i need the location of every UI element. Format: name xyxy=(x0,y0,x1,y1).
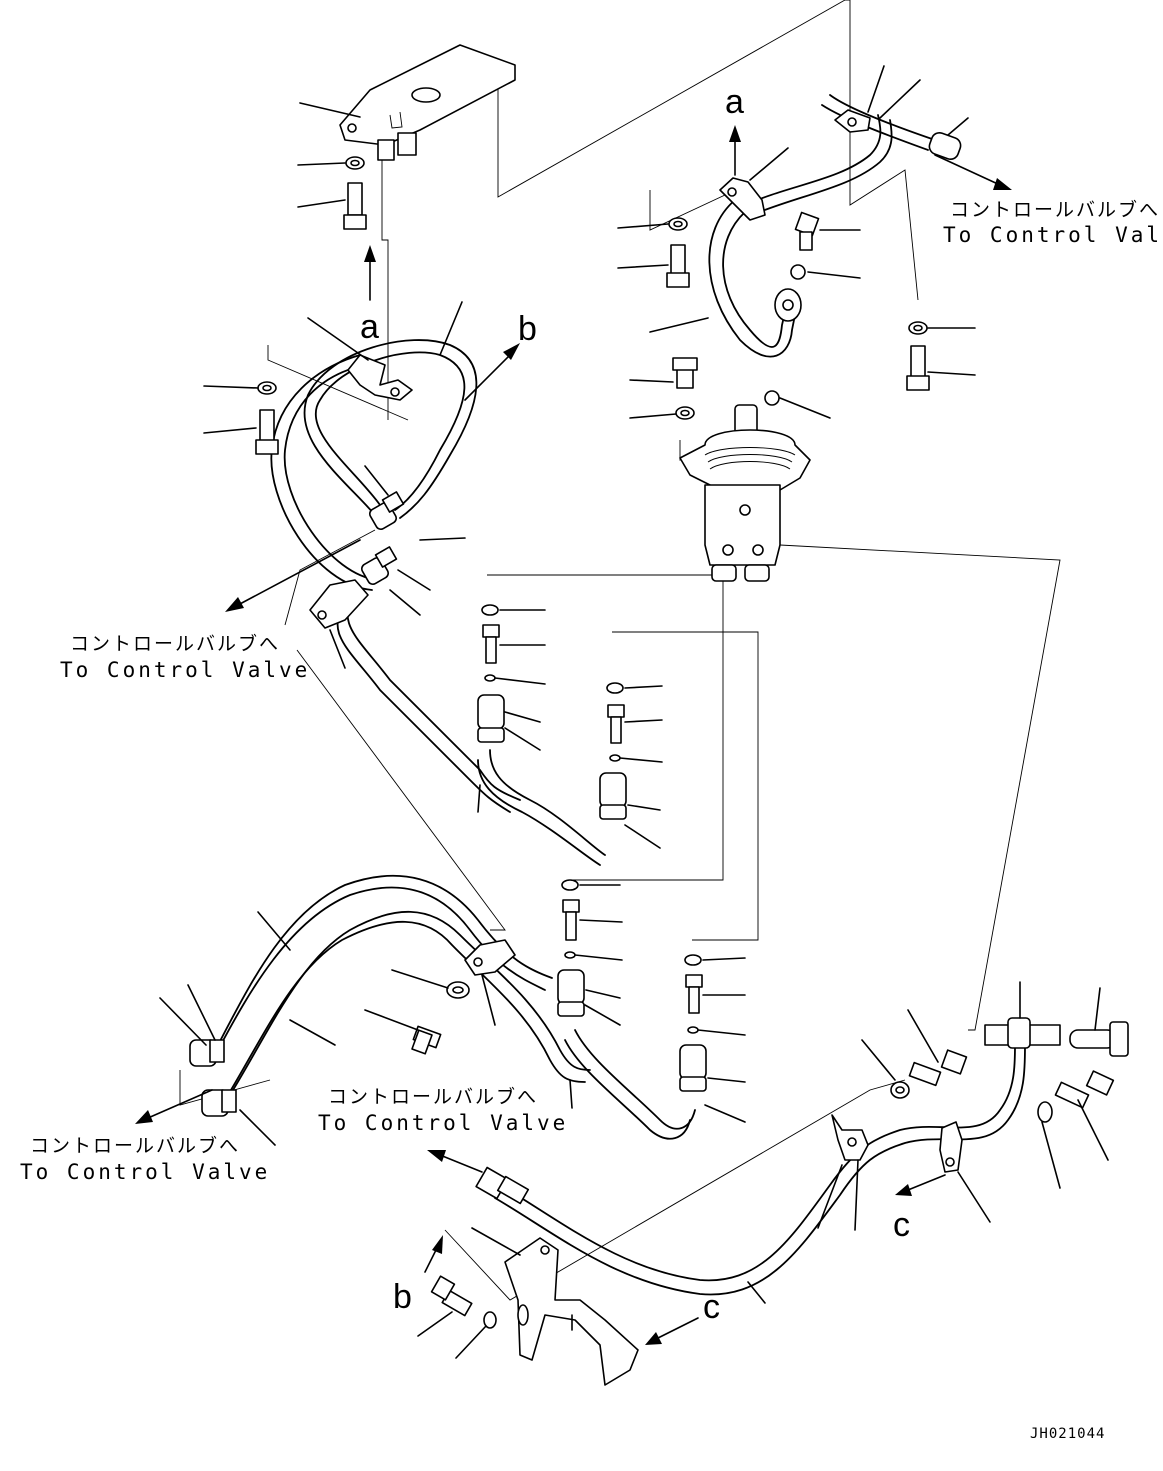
en-to-control-valve-label-1: To Control Valve xyxy=(60,658,310,682)
jp-to-control-valve-label-4: コントロールバルブへ xyxy=(328,1085,538,1108)
clamp-upper-left xyxy=(203,301,463,455)
reference-arrow-b-bottom: b xyxy=(393,1235,443,1316)
assembly-outline-lines xyxy=(179,0,1061,1301)
reference-label-b-top: b xyxy=(518,310,537,348)
reference-arrow-a-left: a xyxy=(360,245,379,346)
reference-arrow-c-bottom: c xyxy=(645,1288,720,1345)
jp-to-control-valve-label-2: コントロールバルブへ xyxy=(950,198,1160,221)
arrow-to-control-valve-top-right xyxy=(934,154,1012,190)
reference-arrow-c-right: c xyxy=(893,1174,946,1244)
jp-to-control-valve-label-1: コントロールバルブへ xyxy=(70,632,280,655)
en-to-control-valve-label-2: To Control Valve xyxy=(943,223,1163,247)
hose-bottom-right xyxy=(475,981,1129,1304)
fittings-column-1 xyxy=(477,604,663,849)
reference-arrow-b-top: b xyxy=(464,310,537,401)
reference-label-a-left: a xyxy=(360,308,379,346)
reference-label-b-bottom: b xyxy=(393,1278,412,1316)
en-to-control-valve-label-4: To Control Valve xyxy=(318,1111,568,1135)
mounting-plate-top xyxy=(297,44,516,230)
hose-fittings-loop xyxy=(309,465,466,669)
reference-label-c-bottom: c xyxy=(703,1288,720,1326)
pilot-valve xyxy=(629,357,811,582)
hose-lower-left xyxy=(159,874,696,1146)
reference-label-a-right: a xyxy=(725,83,744,121)
bracket-bottom xyxy=(417,1227,639,1386)
en-to-control-valve-label-3: To Control Valve xyxy=(20,1160,270,1184)
reference-label-c-right: c xyxy=(893,1206,910,1244)
hose-upper-right xyxy=(617,65,976,419)
fittings-column-2 xyxy=(557,879,746,1123)
arrow-to-control-valve-center xyxy=(427,1150,483,1173)
drawing-code: JH021044 xyxy=(1030,1426,1105,1442)
arrow-to-control-valve-lower-left xyxy=(135,1089,213,1124)
jp-to-control-valve-label-3: コントロールバルブへ xyxy=(30,1134,240,1157)
arrow-to-control-valve-left xyxy=(225,539,361,612)
reference-arrow-a-right: a xyxy=(725,83,744,176)
